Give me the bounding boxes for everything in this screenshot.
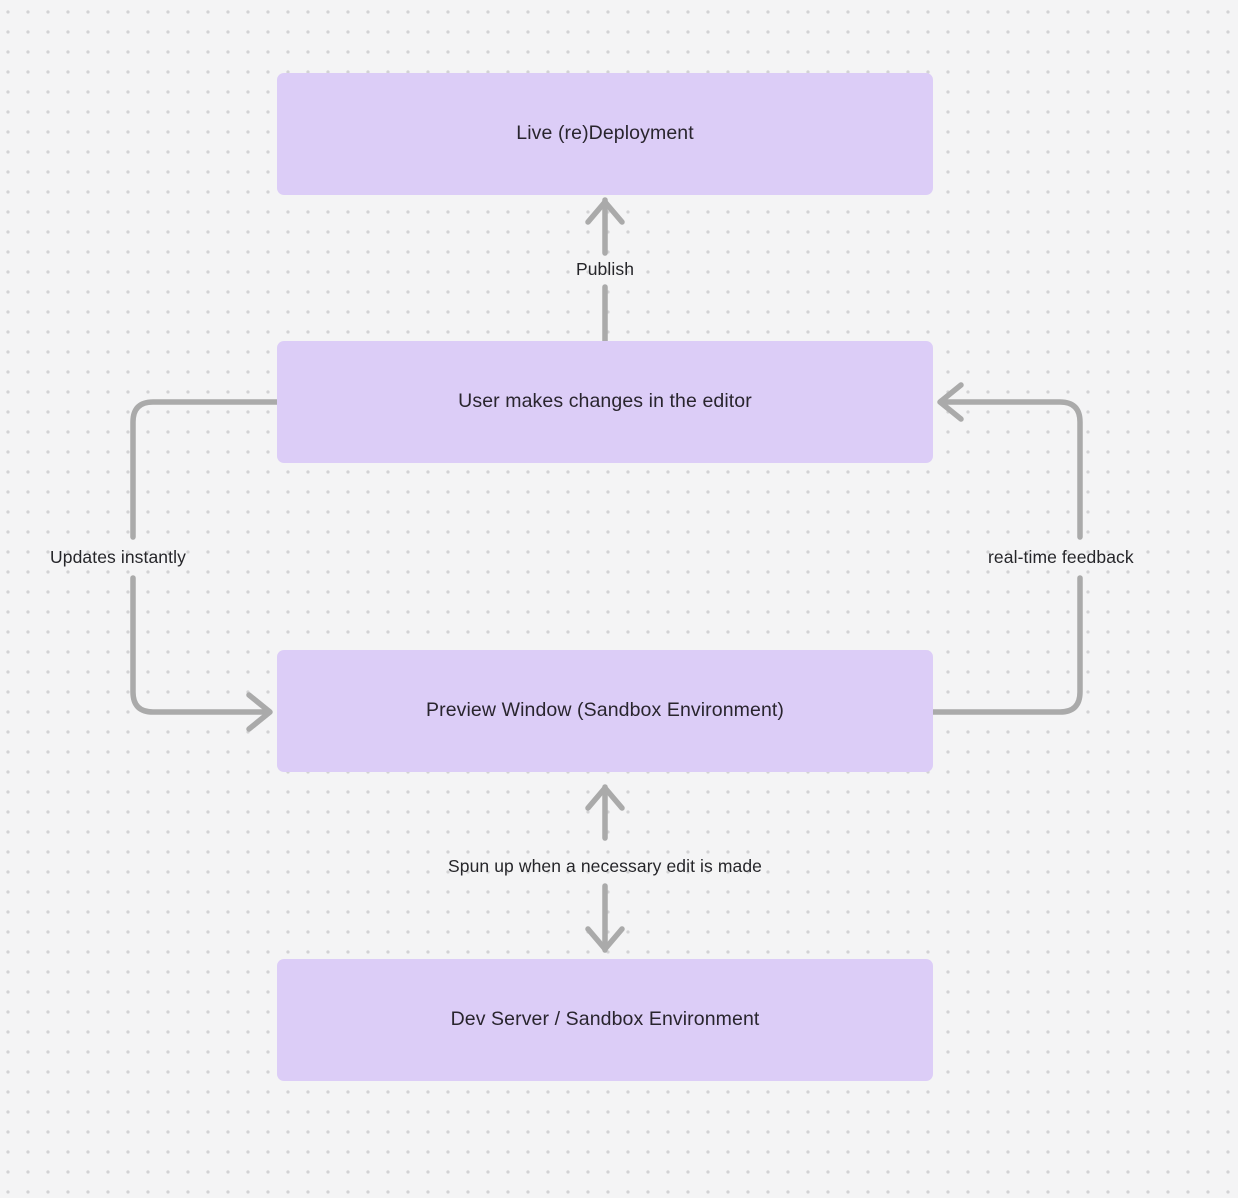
edge-label-spun-up: Spun up when a necessary edit is made bbox=[447, 856, 763, 876]
node-preview-window[interactable]: Preview Window (Sandbox Environment) bbox=[277, 650, 933, 772]
node-dev-server[interactable]: Dev Server / Sandbox Environment bbox=[277, 959, 933, 1081]
edge-label-updates-instantly: Updates instantly bbox=[50, 547, 186, 567]
edge-label-real-time-feedback: real-time feedback bbox=[988, 547, 1134, 567]
node-live-deployment[interactable]: Live (re)Deployment bbox=[277, 73, 933, 195]
node-user-edits-label: User makes changes in the editor bbox=[458, 390, 752, 413]
node-preview-window-label: Preview Window (Sandbox Environment) bbox=[426, 699, 784, 722]
edge-label-publish: Publish bbox=[575, 259, 635, 279]
node-dev-server-label: Dev Server / Sandbox Environment bbox=[450, 1008, 760, 1031]
node-live-deployment-label: Live (re)Deployment bbox=[516, 122, 694, 145]
node-user-edits[interactable]: User makes changes in the editor bbox=[277, 341, 933, 463]
